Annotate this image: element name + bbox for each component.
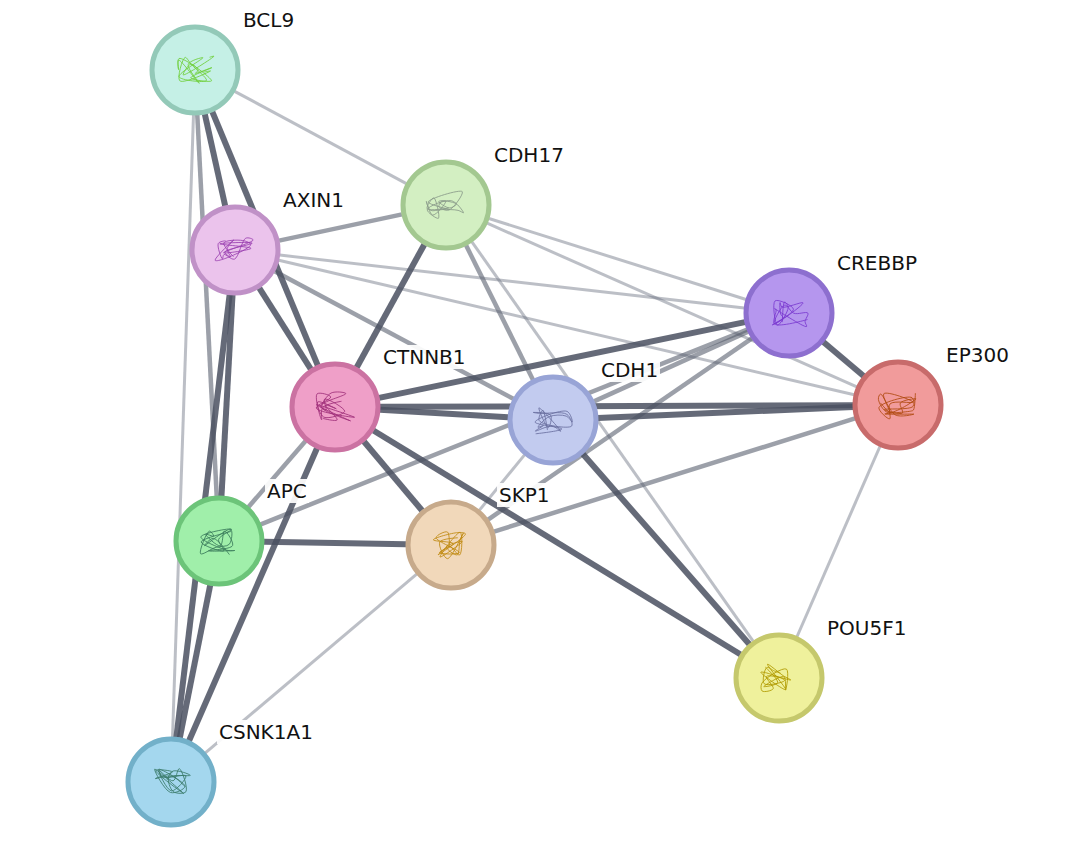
- protein-label: BCL9: [241, 8, 296, 32]
- protein-label: SKP1: [497, 483, 552, 507]
- protein-label: CDH17: [492, 143, 566, 167]
- node-disc: [855, 362, 941, 448]
- node-disc: [408, 502, 494, 588]
- structure-thumbnail: [155, 769, 191, 794]
- structure-thumbnail: [772, 300, 808, 326]
- structure-thumbnail: [316, 392, 354, 421]
- interaction-edge: [380, 405, 853, 407]
- protein-label: POU5F1: [825, 616, 908, 640]
- node-circle: [852, 359, 944, 451]
- interaction-edge: [235, 91, 407, 183]
- interaction-edge: [594, 332, 748, 402]
- node-disc: [510, 377, 596, 463]
- protein-node: CDH17: [400, 159, 492, 251]
- protein-node: SKP1: [405, 499, 497, 591]
- interaction-edge: [489, 219, 746, 300]
- interaction-edge: [261, 330, 747, 525]
- structure-thumbnail: [878, 393, 916, 419]
- interaction-edge: [264, 542, 406, 544]
- protein-node: POU5F1: [733, 632, 825, 724]
- protein-label: EP300: [944, 343, 1011, 367]
- node-disc: [176, 498, 262, 584]
- node-circle: [189, 204, 281, 296]
- structure-thumbnail: [426, 191, 463, 218]
- protein-label: CDH1: [599, 358, 660, 382]
- interaction-edge: [797, 446, 880, 636]
- interaction-edge: [380, 410, 508, 418]
- node-disc: [292, 364, 378, 450]
- protein-node: CDH1: [507, 374, 599, 466]
- interaction-edge: [472, 242, 753, 641]
- protein-node: EP300: [852, 359, 944, 451]
- interaction-edge: [583, 454, 750, 644]
- node-circle: [733, 632, 825, 724]
- protein-node: CSNK1A1: [125, 736, 217, 828]
- structure-thumbnail: [533, 408, 572, 434]
- node-circle: [289, 361, 381, 453]
- interaction-edge: [279, 214, 402, 240]
- node-disc: [152, 27, 238, 113]
- structure-thumbnail: [433, 532, 465, 559]
- interaction-edge: [180, 585, 210, 738]
- protein-label: CTNNB1: [381, 345, 468, 369]
- protein-node: CTNNB1: [289, 361, 381, 453]
- protein-label: AXIN1: [281, 188, 346, 212]
- node-circle: [507, 374, 599, 466]
- interaction-edge: [259, 288, 311, 369]
- protein-label: APC: [265, 479, 309, 503]
- structure-thumbnail: [215, 238, 253, 261]
- protein-label: CSNK1A1: [217, 720, 315, 744]
- structure-thumbnail: [200, 529, 235, 555]
- node-circle: [405, 499, 497, 591]
- node-circle: [149, 24, 241, 116]
- node-disc: [128, 739, 214, 825]
- node-disc: [403, 162, 489, 248]
- interaction-edge: [823, 342, 863, 376]
- node-circle: [125, 736, 217, 828]
- interaction-edge: [205, 574, 416, 753]
- node-disc: [192, 207, 278, 293]
- node-disc: [736, 635, 822, 721]
- protein-node: BCL9: [149, 24, 241, 116]
- structure-thumbnail: [761, 664, 791, 691]
- protein-node: APC: [173, 495, 265, 587]
- interaction-edge: [598, 407, 853, 418]
- structure-thumbnail: [178, 56, 214, 83]
- protein-node: AXIN1: [189, 204, 281, 296]
- node-circle: [743, 267, 835, 359]
- node-circle: [173, 495, 265, 587]
- interaction-edge: [466, 245, 533, 379]
- protein-node: CREBBP: [743, 267, 835, 359]
- protein-label: CREBBP: [835, 251, 919, 275]
- node-disc: [746, 270, 832, 356]
- node-circle: [400, 159, 492, 251]
